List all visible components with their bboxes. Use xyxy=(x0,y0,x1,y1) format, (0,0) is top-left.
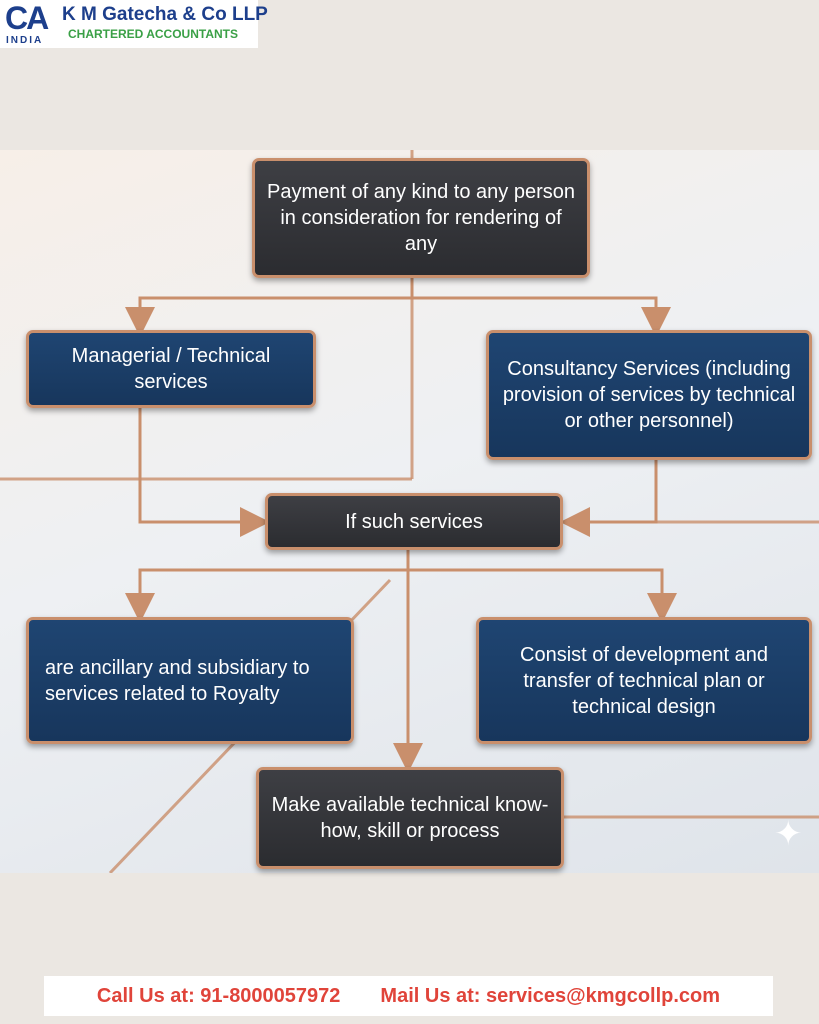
technical-design-box: Consist of development and transfer of t… xyxy=(476,617,812,744)
ca-logo-mark: CA xyxy=(5,0,49,36)
company-tagline: CHARTERED ACCOUNTANTS xyxy=(68,27,238,41)
know-how-box: Make available technical know-how, skill… xyxy=(256,767,564,869)
condition-box: If such services xyxy=(265,493,563,550)
sparkle-icon: ✦ xyxy=(774,815,803,853)
company-logo: CA INDIA K M Gatecha & Co LLP CHARTERED … xyxy=(0,0,268,48)
managerial-technical-box: Managerial / Technical services xyxy=(26,330,316,408)
email-contact[interactable]: Mail Us at: services@kmgcollp.com xyxy=(380,984,721,1007)
logo-country: INDIA xyxy=(6,35,44,46)
flowchart-panel: Payment of any kind to any person in con… xyxy=(0,150,819,873)
contact-footer: Call Us at: 91-8000057972 Mail Us at: se… xyxy=(44,976,773,1016)
root-box: Payment of any kind to any person in con… xyxy=(252,158,590,278)
consultancy-services-box: Consultancy Services (including provisio… xyxy=(486,330,812,460)
ancillary-royalty-box: are ancillary and subsidiary to services… xyxy=(26,617,354,744)
company-name: K M Gatecha & Co LLP xyxy=(62,4,268,25)
phone-contact[interactable]: Call Us at: 91-8000057972 xyxy=(96,984,341,1007)
